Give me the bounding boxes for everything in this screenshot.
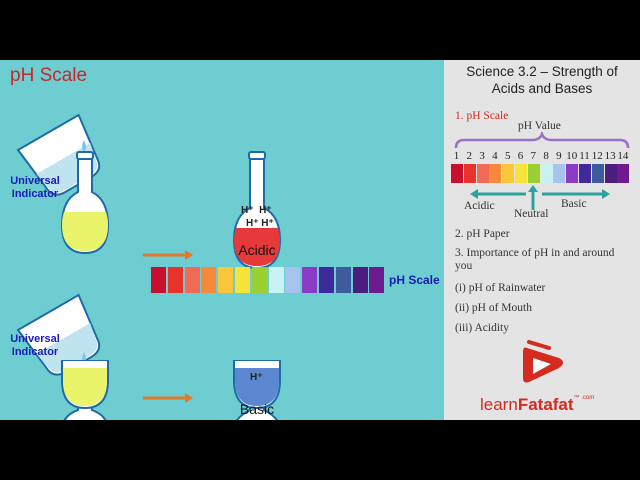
ph-number-label: 1 bbox=[453, 150, 460, 162]
ph-strip-chip bbox=[268, 267, 284, 293]
ph-number-label: 5 bbox=[504, 150, 511, 162]
topics-panel: Science 3.2 – Strength of Acids and Base… bbox=[444, 60, 640, 420]
ph-strip-chip bbox=[184, 267, 200, 293]
ph-strip-chip bbox=[285, 267, 301, 293]
brand-part1: learn bbox=[480, 395, 518, 414]
ph-number-label: 4 bbox=[492, 150, 498, 162]
menu-item-rainwater[interactable]: (i) pH of Rainwater bbox=[455, 282, 546, 294]
indicator-label-line1: Universal bbox=[10, 333, 60, 345]
ph-strip-chip bbox=[352, 267, 368, 293]
arrow-left-icon bbox=[470, 189, 526, 199]
bottom-flask-bodies bbox=[61, 360, 281, 410]
ph-chart-chip bbox=[553, 164, 566, 183]
ph-strip-chip bbox=[167, 267, 183, 293]
ph-number-label: 7 bbox=[530, 150, 537, 162]
ion-label: H⁺ bbox=[241, 205, 254, 216]
menu-item-mouth[interactable]: (ii) pH of Mouth bbox=[455, 302, 532, 314]
neutral-label: Neutral bbox=[514, 208, 549, 220]
acidic-label: Acidic bbox=[238, 242, 276, 258]
ph-strip-chip bbox=[319, 267, 334, 293]
menu-item-ph-paper[interactable]: 2. pH Paper bbox=[455, 228, 510, 240]
ion-label: H⁺ bbox=[259, 205, 272, 216]
ph-chart-chip bbox=[515, 164, 527, 183]
indicator-label-line2: Indicator bbox=[11, 188, 59, 200]
indicator-label-bottom: Universal Indicator bbox=[0, 333, 70, 359]
indicator-label-top: Universal Indicator bbox=[0, 175, 70, 201]
brand-wordmark: learnFatafat™ .com bbox=[480, 395, 594, 415]
ph-value-label: pH Value bbox=[518, 120, 561, 132]
arrow-right-icon bbox=[143, 250, 193, 260]
ph-number-label: 9 bbox=[556, 150, 562, 162]
video-frame: pH Scale bbox=[0, 60, 640, 420]
lesson-title: pH Scale bbox=[10, 65, 88, 86]
ph-strip-chip bbox=[369, 267, 385, 293]
menu-item-acidity[interactable]: (iii) Acidity bbox=[455, 322, 509, 334]
basic-range-label: Basic bbox=[561, 198, 587, 210]
acidic-range-label: Acidic bbox=[464, 200, 495, 212]
brand-suffix: ™ .com bbox=[573, 395, 595, 401]
arrow-right-icon bbox=[143, 393, 193, 403]
arrow-right-icon bbox=[542, 189, 610, 199]
ph-number-label: 10 bbox=[566, 150, 578, 162]
base-ion: H⁺ bbox=[250, 372, 263, 383]
ph-strip-chip bbox=[302, 267, 318, 293]
ph-chart-chip bbox=[476, 164, 489, 183]
ph-number-label: 13 bbox=[604, 150, 616, 162]
ph-strip-chip bbox=[251, 267, 267, 293]
ph-chart-chip bbox=[566, 164, 579, 183]
lesson-canvas: pH Scale bbox=[0, 60, 444, 420]
ion-label: H⁺ bbox=[261, 218, 274, 229]
ph-bracket bbox=[454, 132, 630, 149]
ph-scale-label: pH Scale bbox=[389, 273, 440, 287]
basic-label: Basic bbox=[239, 401, 275, 417]
brand-logo-icon bbox=[523, 340, 563, 383]
indicator-flask-icon bbox=[60, 151, 110, 255]
indicator-label-line2: Indicator bbox=[11, 346, 59, 358]
ph-strip-chip bbox=[235, 267, 250, 293]
ph-number-label: 6 bbox=[517, 150, 524, 162]
acid-flask-icon bbox=[232, 151, 282, 270]
ph-chart-chip bbox=[463, 164, 476, 183]
ph-chart-chip bbox=[617, 164, 630, 183]
brand-part2: Fatafat bbox=[517, 395, 574, 414]
menu-item-importance[interactable]: 3. Importance of pH in and around you bbox=[455, 247, 615, 272]
ph-number-label: 14 bbox=[617, 150, 629, 162]
ph-chart-chip bbox=[591, 164, 604, 183]
ph-number-label: 3 bbox=[479, 150, 485, 162]
indicator-label-line1: Universal bbox=[10, 175, 60, 187]
ph-chart-chip bbox=[527, 164, 540, 183]
ion-label: H⁺ bbox=[246, 218, 259, 229]
ph-strip-chip bbox=[201, 267, 217, 293]
ph-direction-arrows bbox=[470, 185, 610, 210]
course-title: Science 3.2 – Strength of Acids and Base… bbox=[466, 64, 618, 96]
ph-chart-chip bbox=[489, 164, 502, 183]
arrow-up-icon bbox=[528, 185, 538, 210]
ph-chart-chip bbox=[604, 164, 617, 183]
beaker-icon bbox=[16, 293, 101, 376]
menu-item-ph-scale[interactable]: 1. pH Scale bbox=[455, 110, 509, 122]
ph-number-label: 2 bbox=[466, 150, 473, 162]
ph-number-label: 11 bbox=[579, 150, 590, 162]
ph-strip-chip bbox=[218, 267, 234, 293]
top-row-illustration bbox=[16, 113, 282, 270]
acid-ions: H⁺ H⁺ bbox=[241, 205, 272, 216]
ph-strip-chip bbox=[151, 267, 166, 293]
acid-ions-row2: H⁺ H⁺ bbox=[246, 218, 274, 229]
ph-chart-chip bbox=[502, 164, 515, 183]
ph-chart-chip bbox=[579, 164, 591, 183]
ph-number-label: 8 bbox=[543, 150, 549, 162]
ph-chart-chip bbox=[540, 164, 553, 183]
ph-number-label: 12 bbox=[591, 150, 603, 162]
ph-strip-chip bbox=[335, 267, 351, 293]
ph-chart-chip bbox=[451, 164, 463, 183]
